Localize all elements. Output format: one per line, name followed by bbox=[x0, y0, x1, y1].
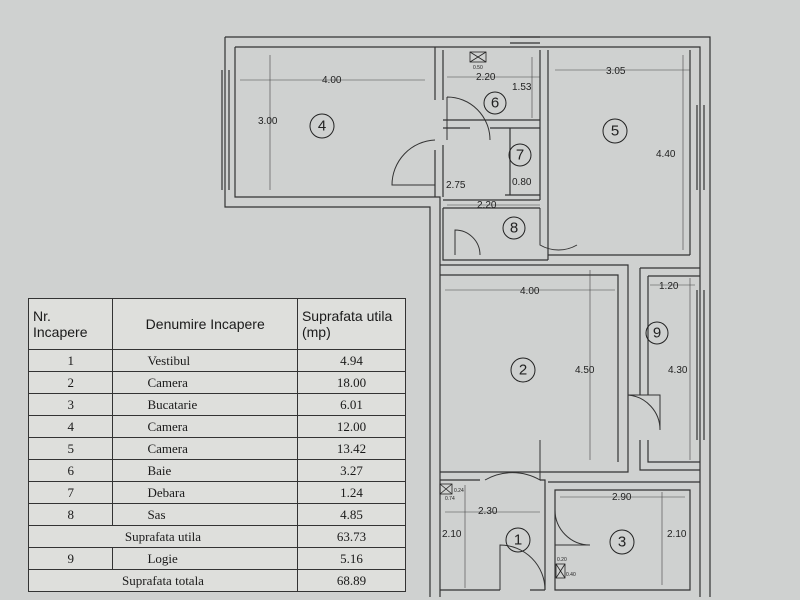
room-markers bbox=[309, 91, 669, 555]
row-number: 6 bbox=[27, 459, 114, 482]
row-name: Camera bbox=[112, 415, 298, 438]
vent-bath-label: 0.50 bbox=[473, 65, 483, 71]
dim-room4-width: 4.00 bbox=[322, 75, 342, 86]
loggia-number: 9 bbox=[27, 547, 114, 570]
vent-hall-label-a: 0.24 bbox=[454, 488, 464, 494]
vent-kitchen-label-b: 0.40 bbox=[566, 572, 576, 578]
row-area: 1.24 bbox=[296, 481, 407, 504]
loggia-area: 5.16 bbox=[296, 547, 407, 570]
room-2-number: 2 bbox=[519, 362, 527, 379]
row-number: 8 bbox=[27, 503, 114, 526]
walls bbox=[221, 36, 711, 597]
row-area: 18.00 bbox=[296, 371, 407, 394]
doors bbox=[391, 96, 661, 591]
dim-room2-width: 4.00 bbox=[520, 286, 540, 297]
row-area: 6.01 bbox=[296, 393, 407, 416]
total-row: Suprafata totala 68.89 bbox=[28, 569, 407, 592]
dim-room1-width: 2.30 bbox=[478, 506, 498, 517]
dim-room2-height: 4.50 bbox=[575, 365, 595, 376]
row-name: Bucatarie bbox=[112, 393, 298, 416]
room-7-number: 7 bbox=[516, 147, 524, 164]
total-area: 68.89 bbox=[296, 569, 407, 592]
room-5-number: 5 bbox=[611, 123, 619, 140]
row-name: Camera bbox=[112, 437, 298, 460]
room-9-number: 9 bbox=[653, 325, 661, 342]
dimension-lines bbox=[240, 55, 695, 588]
table-row: 2 Camera 18.00 bbox=[27, 371, 407, 394]
room-8-number: 8 bbox=[510, 220, 518, 237]
row-number: 3 bbox=[27, 393, 114, 416]
dim-room3-width: 2.90 bbox=[612, 492, 632, 503]
vent-hall-label-b: 0.74 bbox=[445, 496, 455, 502]
room-1-number: 1 bbox=[514, 532, 522, 549]
subtotal-label: Suprafata utila bbox=[28, 525, 298, 548]
dim-room3-height: 2.10 bbox=[667, 529, 687, 540]
vent-kitchen-label-a: 0.20 bbox=[557, 557, 567, 563]
dim-room4-height: 3.00 bbox=[258, 116, 278, 127]
row-area: 13.42 bbox=[296, 437, 407, 460]
row-name: Baie bbox=[112, 459, 298, 482]
dim-room5-width: 3.05 bbox=[606, 66, 626, 77]
row-number: 4 bbox=[27, 415, 114, 438]
row-number: 5 bbox=[27, 437, 114, 460]
dim-room5-height: 4.40 bbox=[656, 149, 676, 160]
header-room-name: Denumire Incapere bbox=[112, 298, 298, 350]
dim-room7-width: 0.80 bbox=[512, 177, 532, 188]
dim-room8-width: 2.20 bbox=[477, 200, 497, 211]
total-label: Suprafata totala bbox=[28, 569, 298, 592]
table-row: 3 Bucatarie 6.01 bbox=[27, 393, 407, 416]
row-name: Sas bbox=[112, 503, 298, 526]
dim-room6-height: 1.53 bbox=[512, 82, 532, 93]
dim-hall-height: 2.75 bbox=[446, 180, 466, 191]
room-3-number: 3 bbox=[618, 534, 626, 551]
row-name: Vestibul bbox=[112, 349, 298, 372]
room-6-number: 6 bbox=[491, 95, 499, 112]
vent-boxes bbox=[439, 51, 566, 579]
table-row: 8 Sas 4.85 bbox=[27, 503, 407, 526]
table-row: 1 Vestibul 4.94 bbox=[27, 349, 407, 372]
row-name: Camera bbox=[112, 371, 298, 394]
table-row: 4 Camera 12.00 bbox=[27, 415, 407, 438]
dim-room9-width: 1.20 bbox=[659, 281, 679, 292]
row-area: 12.00 bbox=[296, 415, 407, 438]
room-4-number: 4 bbox=[318, 118, 326, 135]
header-room-number: Nr. Incapere bbox=[27, 298, 114, 350]
header-area: Suprafata utila (mp) bbox=[296, 298, 407, 350]
loggia-row: 9 Logie 5.16 bbox=[27, 547, 407, 570]
table-row: 5 Camera 13.42 bbox=[27, 437, 407, 460]
table-row: 6 Baie 3.27 bbox=[27, 459, 407, 482]
row-number: 1 bbox=[27, 349, 114, 372]
dim-room1-height: 2.10 bbox=[442, 529, 462, 540]
table-header-row: Nr. Incapere Denumire Incapere Suprafata… bbox=[27, 298, 407, 350]
row-area: 4.85 bbox=[296, 503, 407, 526]
row-number: 7 bbox=[27, 481, 114, 504]
row-number: 2 bbox=[27, 371, 114, 394]
row-name: Debara bbox=[112, 481, 298, 504]
table-row: 7 Debara 1.24 bbox=[27, 481, 407, 504]
loggia-name: Logie bbox=[112, 547, 298, 570]
row-area: 4.94 bbox=[296, 349, 407, 372]
subtotal-area: 63.73 bbox=[296, 525, 407, 548]
room-area-table: Nr. Incapere Denumire Incapere Suprafata… bbox=[27, 298, 407, 592]
dim-room9-height: 4.30 bbox=[668, 365, 688, 376]
row-area: 3.27 bbox=[296, 459, 407, 482]
subtotal-row: Suprafata utila 63.73 bbox=[28, 525, 407, 548]
dim-room6-width: 2.20 bbox=[476, 72, 496, 83]
